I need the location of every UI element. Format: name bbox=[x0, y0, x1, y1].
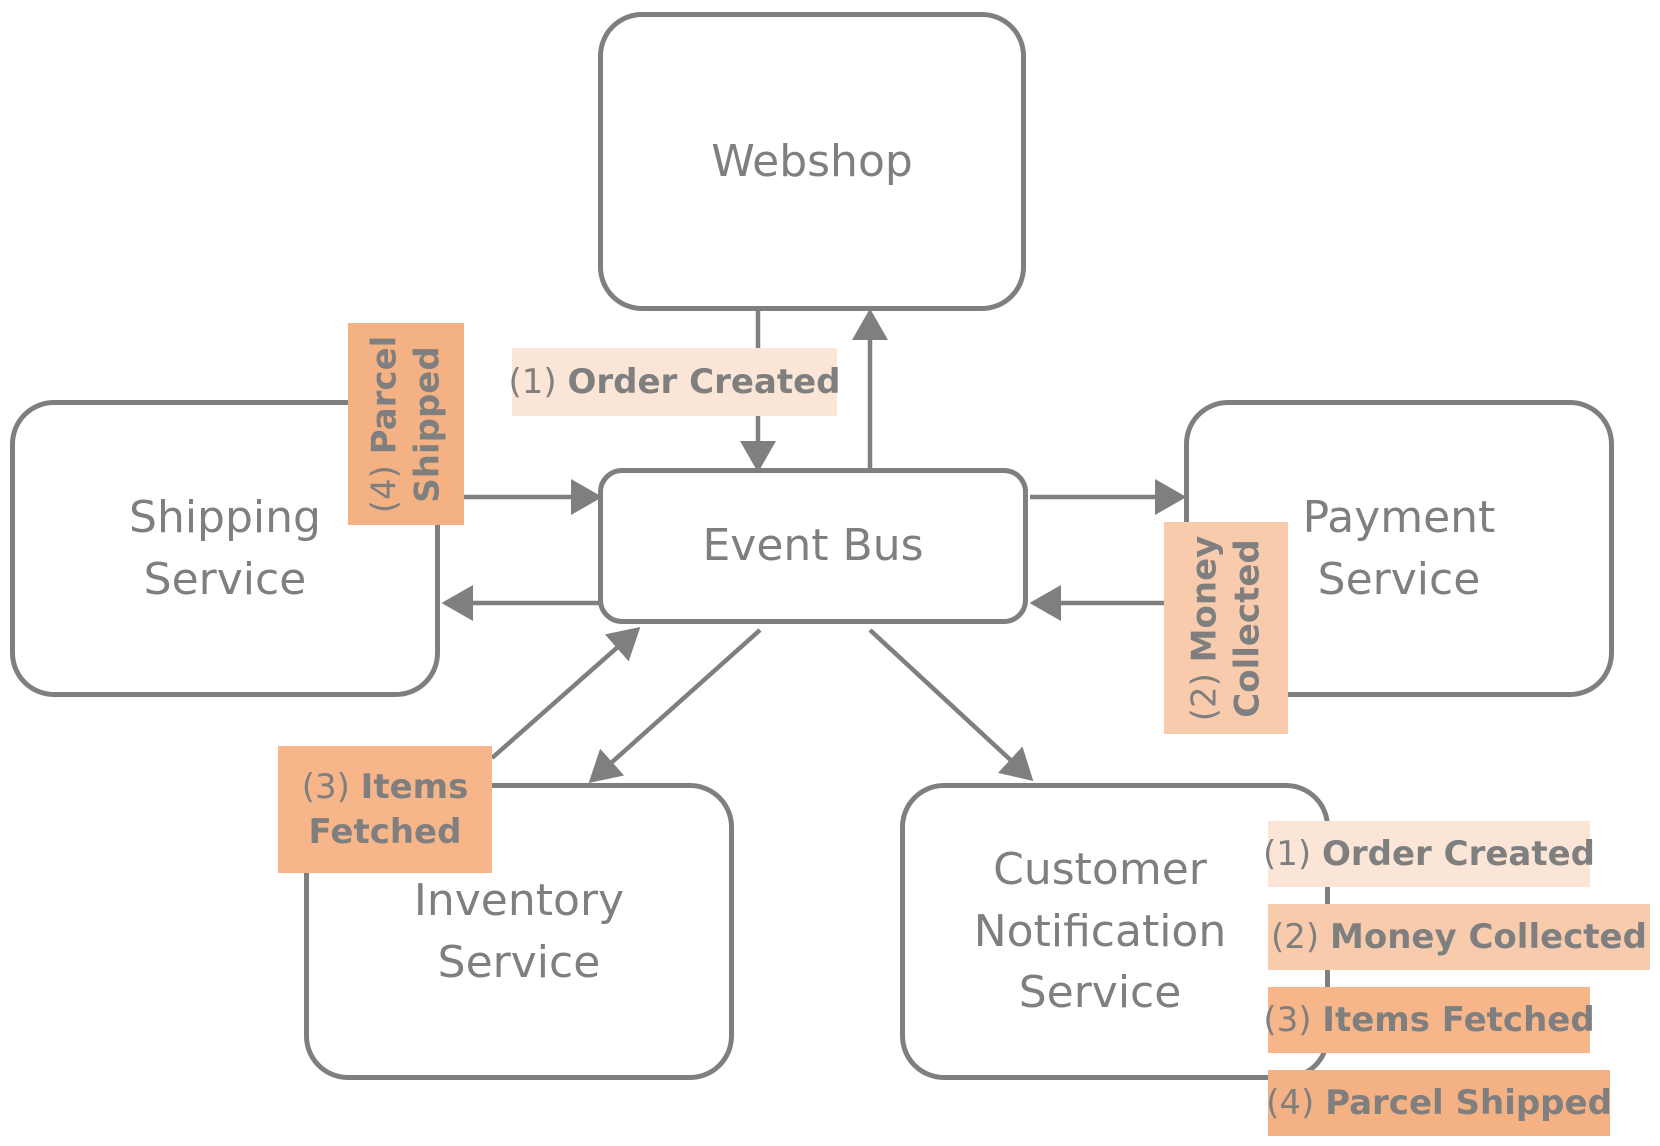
legend-items-fetched: (3) Items Fetched bbox=[1263, 987, 1595, 1053]
event-number: (1) bbox=[1262, 833, 1312, 874]
inventory-service-node: Inventory Service bbox=[304, 783, 734, 1080]
event-bus-node: Event Bus bbox=[598, 468, 1028, 624]
arrow-bus-to-customer bbox=[868, 628, 1034, 782]
legend-order-created: (1) Order Created bbox=[1263, 821, 1595, 887]
event-name-line2: Fetched bbox=[308, 811, 462, 852]
payment-service-label: Payment Service bbox=[1302, 491, 1496, 605]
customer-notification-service-node: Customer Notification Service bbox=[900, 783, 1330, 1080]
webshop-label: Webshop bbox=[711, 135, 913, 187]
event-tag-order-created: (1) Order Created bbox=[508, 348, 841, 416]
event-number: (2) bbox=[1184, 672, 1225, 721]
shipping-service-label: Shipping Service bbox=[129, 491, 321, 605]
event-tag-parcel-shipped: (4) Parcel Shipped bbox=[348, 323, 464, 525]
event-name: Order Created bbox=[567, 361, 841, 402]
event-bus-label: Event Bus bbox=[702, 520, 924, 572]
event-number: (4) bbox=[1266, 1082, 1315, 1123]
legend-parcel-shipped: (4) Parcel Shipped bbox=[1266, 1070, 1612, 1136]
event-number: (2) bbox=[1271, 916, 1320, 957]
event-number: (4) bbox=[364, 464, 405, 513]
event-name: Order Created bbox=[1321, 833, 1596, 874]
event-tag-items-fetched: (3) Items Fetched bbox=[278, 746, 492, 873]
event-name: Money Collected bbox=[1330, 916, 1647, 957]
event-name: Parcel Shipped bbox=[1325, 1082, 1612, 1123]
event-tag-money-collected: (2) Money Collected bbox=[1164, 522, 1288, 734]
event-number: (1) bbox=[508, 361, 557, 402]
event-name: Items Fetched bbox=[1322, 999, 1595, 1040]
event-name-line1: Items bbox=[360, 767, 469, 808]
customer-notification-service-label: Customer Notification Service bbox=[973, 844, 1227, 1019]
webshop-node: Webshop bbox=[598, 12, 1026, 311]
event-number: (3) bbox=[1263, 999, 1312, 1040]
inventory-service-label: Inventory Service bbox=[413, 874, 625, 988]
event-number: (3) bbox=[301, 767, 350, 808]
arrow-bus-to-inventory bbox=[588, 628, 762, 783]
arrow-inventory-to-bus bbox=[490, 627, 641, 760]
legend-money-collected: (2) Money Collected bbox=[1268, 904, 1650, 970]
